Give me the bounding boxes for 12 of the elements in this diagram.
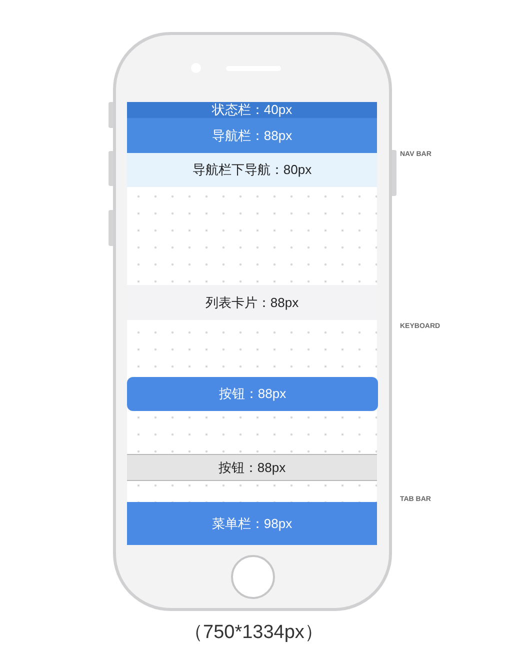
- bar-label: 导航栏下导航：80px: [192, 163, 312, 177]
- caption: （750*1334px）: [184, 622, 324, 645]
- status-bar: [127, 102, 377, 118]
- bar-label: 导航栏：88px: [212, 128, 292, 142]
- sub-navigation-bar: [127, 153, 377, 187]
- navigation-bar: [127, 118, 377, 153]
- bar-label: 状态栏：40px: [212, 103, 292, 117]
- tab-bar: [127, 502, 377, 545]
- bar-label: 菜单栏：98px: [212, 516, 292, 530]
- bar-label: 列表卡片：88px: [205, 296, 299, 310]
- primary-button: 按钮：88px: [127, 377, 378, 411]
- secondary-button: 按钮：88px: [127, 454, 377, 481]
